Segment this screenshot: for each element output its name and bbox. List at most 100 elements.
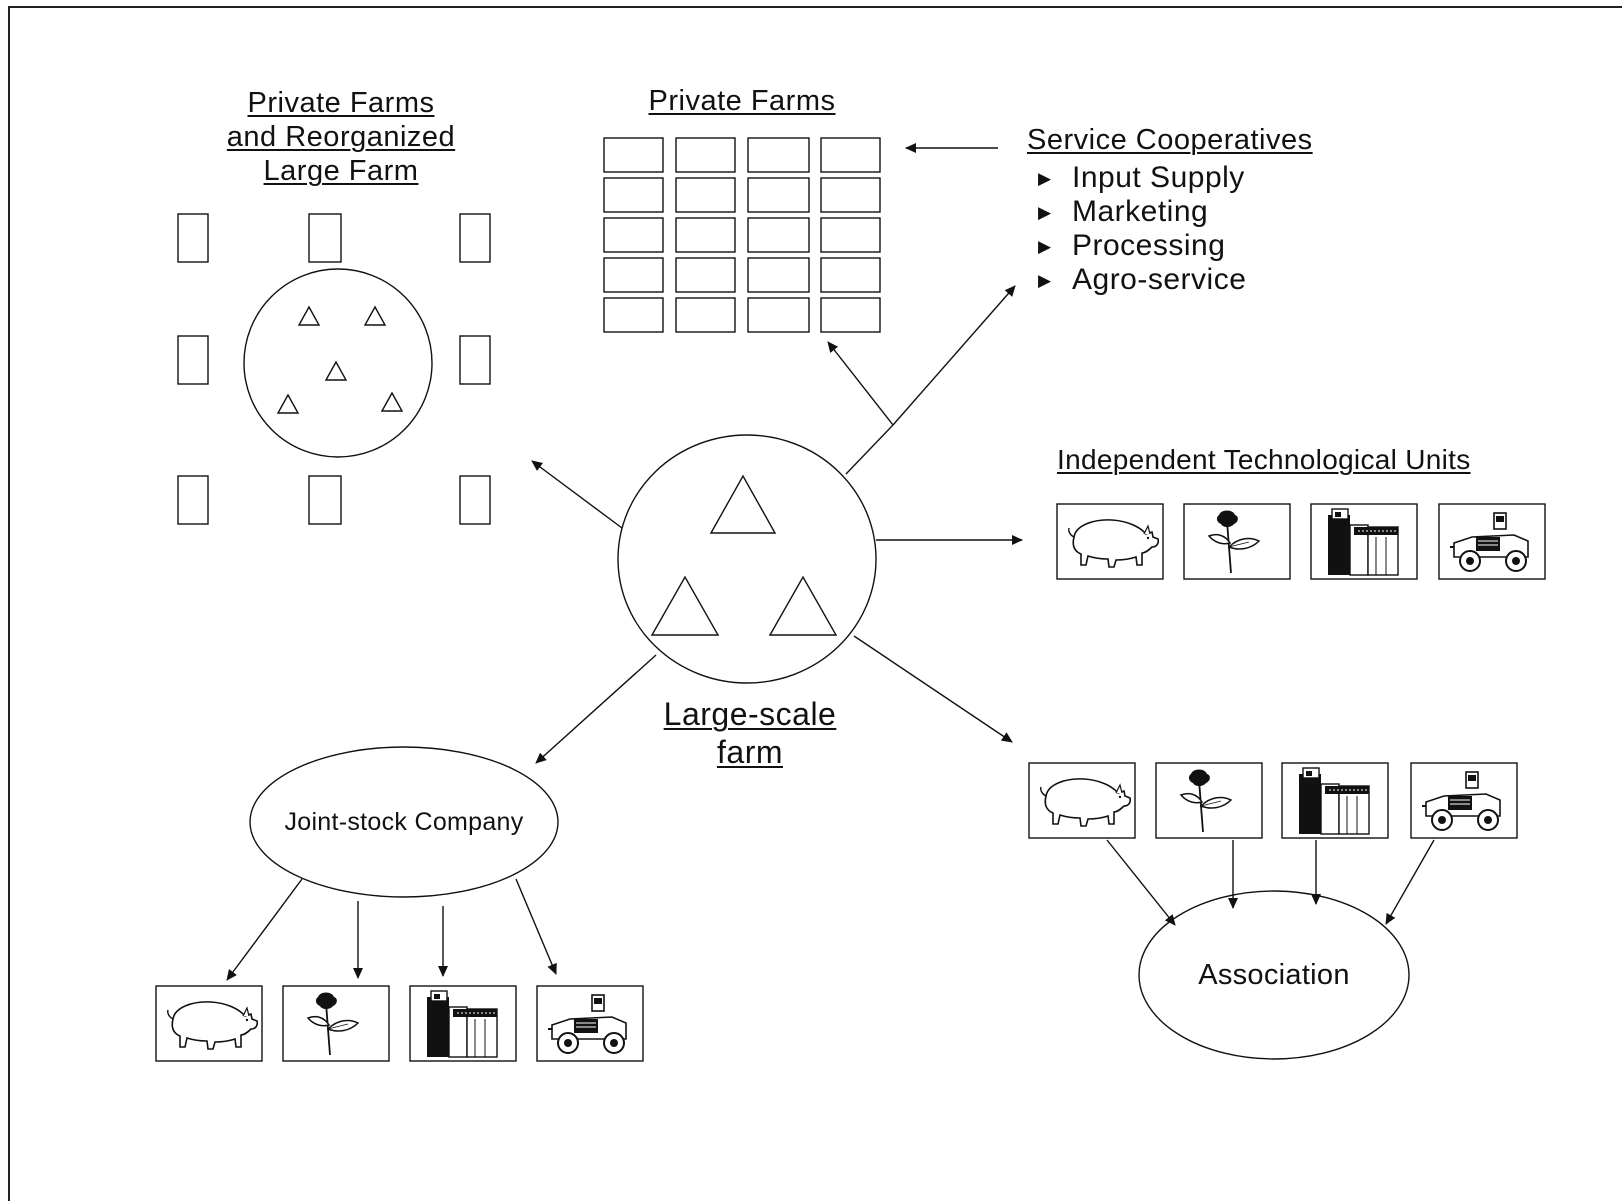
- silo-icon: [1327, 508, 1399, 576]
- private-farm-cell: [747, 217, 810, 253]
- service-item: ▶Agro-service: [1038, 263, 1247, 296]
- association-arrows: [1106, 839, 1435, 926]
- private-farm-plot: [459, 475, 491, 525]
- private-farm-cell: [603, 257, 664, 293]
- reorganized-farm-triangle: [324, 360, 348, 381]
- pig-icon: [1039, 778, 1132, 827]
- large-scale-farm-triangle: [768, 575, 838, 636]
- bullet-triangle-icon: ▶: [1038, 237, 1052, 256]
- service-item: ▶Processing: [1038, 229, 1226, 262]
- association-label: Association: [1198, 959, 1350, 991]
- independent-units-row: [1056, 503, 1546, 580]
- reorganized-farm-title-line: Large Farm: [263, 155, 419, 187]
- silo-icon: [426, 990, 498, 1058]
- service-cooperatives-title: Service Cooperatives: [1027, 124, 1313, 156]
- private-farm-plot: [177, 335, 209, 385]
- service-cooperatives-list: ▶Input Supply ▶Marketing ▶Processing ▶Ag…: [1038, 161, 1246, 297]
- tractor-icon: [547, 994, 627, 1054]
- unit-box-tractor: [1438, 503, 1546, 580]
- independent-units-title: Independent Technological Units: [1057, 444, 1471, 475]
- large-scale-farm-circle: [617, 434, 877, 684]
- private-farm-cell: [675, 217, 736, 253]
- arrow-to-reorganized-farm: [531, 460, 623, 529]
- arrow-jsc-to-pig: [226, 878, 303, 981]
- private-farm-plot: [308, 475, 342, 525]
- silo-icon: [1298, 767, 1370, 835]
- unit-box-pig: [1056, 503, 1164, 580]
- bullet-triangle-icon: ▶: [1038, 169, 1052, 188]
- private-farm-cell: [747, 177, 810, 213]
- private-farm-plot: [308, 213, 342, 263]
- unit-box-tractor: [536, 985, 644, 1062]
- reorganized-large-farm-circle: [243, 268, 433, 458]
- reorganized-farm-triangle: [363, 305, 387, 326]
- transformation-arrows: [531, 143, 1023, 764]
- private-farm-cell: [820, 297, 881, 333]
- private-farm-cell: [603, 137, 664, 173]
- tractor-icon: [1421, 771, 1501, 831]
- association-oval: [1138, 890, 1410, 1060]
- reorganized-farm-group: [177, 213, 491, 525]
- private-farm-cell: [820, 217, 881, 253]
- private-farm-cell: [675, 177, 736, 213]
- service-item: ▶Marketing: [1038, 195, 1209, 228]
- flower-icon: [1208, 509, 1260, 574]
- private-farm-cell: [603, 177, 664, 213]
- private-farm-cell: [747, 257, 810, 293]
- arrow-pig-to-association: [1106, 839, 1176, 926]
- association-units-row: [1028, 762, 1518, 839]
- private-farm-plot: [177, 475, 209, 525]
- reorganized-farm-triangle: [297, 305, 321, 326]
- unit-box-pig: [155, 985, 263, 1062]
- reorganized-farm-triangle: [380, 391, 404, 412]
- private-farm-cell: [675, 297, 736, 333]
- unit-box-silo: [1281, 762, 1389, 839]
- joint-stock-units-row: [155, 985, 644, 1062]
- arrow-jsc-to-tractor: [515, 878, 557, 975]
- unit-box-silo: [409, 985, 517, 1062]
- arrow-to-service-cooperatives: [892, 285, 1016, 426]
- unit-box-flower: [1155, 762, 1263, 839]
- private-farm-cell: [820, 137, 881, 173]
- private-farm-cell: [603, 217, 664, 253]
- joint-stock-arrows: [226, 878, 557, 981]
- arrow-to-joint-stock-company: [535, 654, 657, 764]
- reorganized-farm-title-line: and Reorganized: [226, 121, 456, 153]
- diagram-frame: [8, 6, 1622, 1201]
- large-scale-farm-triangle: [650, 575, 720, 636]
- unit-box-flower: [1183, 503, 1291, 580]
- pig-icon: [1067, 519, 1160, 568]
- private-farms-title: Private Farms: [648, 85, 836, 117]
- private-farm-cell: [820, 257, 881, 293]
- private-farm-cell: [675, 137, 736, 173]
- unit-box-silo: [1310, 503, 1418, 580]
- unit-box-tractor: [1410, 762, 1518, 839]
- large-scale-farm-label-line: Large-scale: [663, 696, 837, 732]
- large-scale-farm-triangle: [709, 474, 777, 534]
- service-item: ▶Input Supply: [1038, 161, 1245, 194]
- private-farm-cell: [603, 297, 664, 333]
- reorganized-farm-triangle: [276, 393, 300, 414]
- flower-icon: [307, 991, 359, 1056]
- arrow-to-private-farms: [827, 341, 894, 426]
- large-scale-farm-group: [617, 434, 877, 684]
- private-farm-plot: [177, 213, 209, 263]
- pig-icon: [166, 1001, 259, 1050]
- private-farm-plot: [459, 335, 491, 385]
- joint-stock-company-label: Joint-stock Company: [284, 808, 524, 836]
- bullet-triangle-icon: ▶: [1038, 203, 1052, 222]
- private-farm-cell: [747, 297, 810, 333]
- reorganized-farm-title: Private Farms and Reorganized Large Farm: [200, 86, 482, 188]
- arrow-stem-upper: [845, 424, 894, 475]
- flower-icon: [1180, 768, 1232, 833]
- private-farm-cell: [820, 177, 881, 213]
- arrow-tractor-to-association: [1385, 839, 1435, 925]
- unit-box-flower: [282, 985, 390, 1062]
- tractor-icon: [1449, 512, 1529, 572]
- private-farm-cell: [675, 257, 736, 293]
- private-farms-grid: [603, 137, 881, 333]
- joint-stock-company-oval: [249, 746, 559, 898]
- bullet-triangle-icon: ▶: [1038, 271, 1052, 290]
- private-farm-plot: [459, 213, 491, 263]
